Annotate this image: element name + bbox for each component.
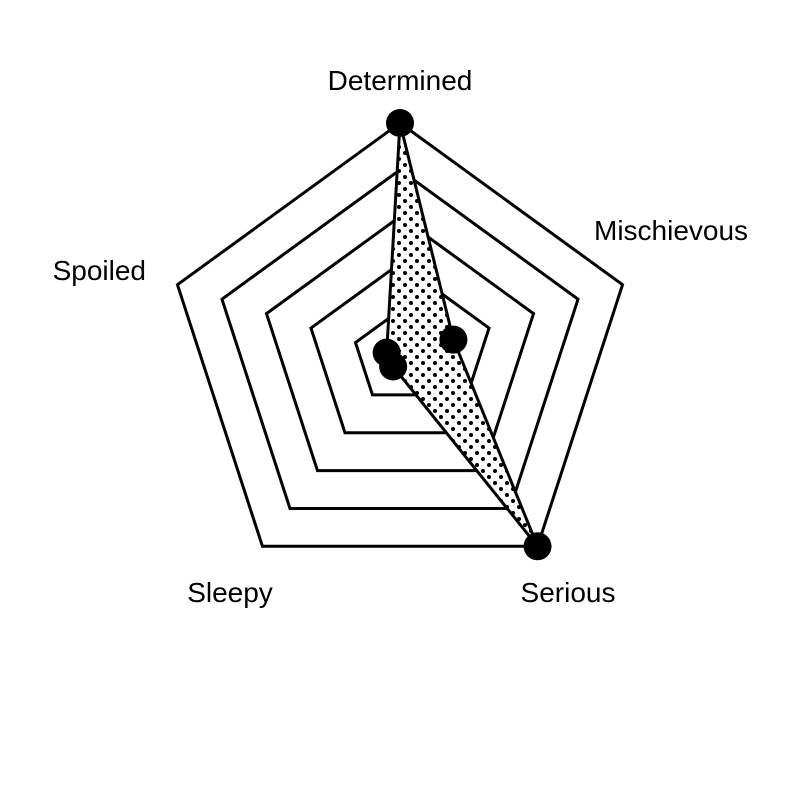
axis-label-sleepy: Sleepy (187, 577, 273, 608)
grid-ring-5 (175, 121, 625, 548)
radar-grid (175, 121, 625, 548)
axis-label-mischievous: Mischievous (594, 215, 748, 246)
axis-label-spoiled: Spoiled (53, 255, 146, 286)
series-area-1 (385, 122, 539, 548)
radar-series (372, 109, 552, 561)
grid-ring-3 (264, 214, 536, 473)
data-point-determined (386, 109, 414, 137)
axis-label-determined: Determined (328, 65, 473, 96)
grid-ring-2 (309, 261, 491, 435)
data-point-spoiled (372, 338, 401, 367)
axis-label-serious: Serious (521, 577, 616, 608)
grid-ring-4 (220, 167, 580, 510)
data-point-mischievous (439, 325, 468, 354)
data-point-serious (523, 532, 552, 561)
